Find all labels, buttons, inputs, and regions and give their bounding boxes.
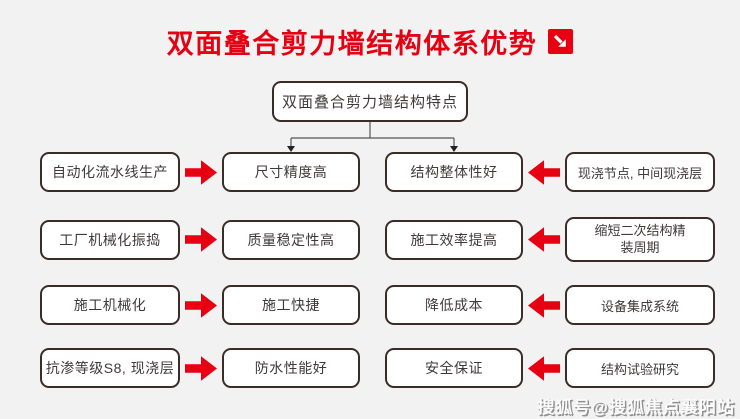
- watermark: 搜狐号@搜狐焦点襄阳站: [537, 398, 735, 417]
- cause-box-left: 施工机械化: [40, 285, 180, 325]
- feature-box-mid-left: 质量稳定性高: [222, 219, 360, 260]
- cause-box-left: 工厂机械化振捣: [40, 219, 180, 260]
- arrow-left-icon: [523, 226, 565, 253]
- root-node-box: 双面叠合剪力墙结构特点: [272, 81, 468, 122]
- cause-box-right: 现浇节点, 中间现浇层: [565, 152, 715, 192]
- feature-box-mid-right: 施工效率提高: [385, 219, 523, 260]
- flow-row: 工厂机械化振捣 质量稳定性高 施工效率提高 缩短二次结构精装周期: [40, 217, 715, 262]
- feature-box-mid-left: 施工快捷: [222, 285, 360, 325]
- cause-box-left: 抗渗等级S8, 现浇层: [40, 348, 180, 388]
- arrow-left-icon: [523, 159, 565, 186]
- arrow-right-icon: [180, 292, 222, 319]
- arrow-left-icon: [523, 292, 565, 319]
- arrow-left-icon: [523, 355, 565, 382]
- flow-row: 抗渗等级S8, 现浇层 防水性能好 安全保证 结构试验研究: [40, 348, 715, 388]
- arrow-right-icon: [180, 226, 222, 253]
- arrow-right-icon: [180, 159, 222, 186]
- feature-box-mid-left: 防水性能好: [222, 348, 360, 388]
- arrow-right-icon: [180, 355, 222, 382]
- page-title-row: 双面叠合剪力墙结构体系优势: [0, 22, 740, 61]
- flow-row: 自动化流水线生产 尺寸精度高 结构整体性好 现浇节点, 中间现浇层: [40, 152, 715, 192]
- flow-row: 施工机械化 施工快捷 降低成本 设备集成系统: [40, 285, 715, 325]
- cause-box-right: 设备集成系统: [565, 285, 715, 325]
- page-title: 双面叠合剪力墙结构体系优势: [166, 29, 538, 59]
- cause-box-right: 缩短二次结构精装周期: [565, 217, 715, 262]
- feature-box-mid-right: 降低成本: [385, 285, 523, 325]
- feature-box-mid-right: 安全保证: [385, 348, 523, 388]
- arrow-down-right-icon: [548, 29, 574, 54]
- feature-box-mid-right: 结构整体性好: [385, 152, 523, 192]
- feature-box-mid-left: 尺寸精度高: [222, 152, 360, 192]
- cause-box-right: 结构试验研究: [565, 348, 715, 388]
- cause-box-left: 自动化流水线生产: [40, 152, 180, 192]
